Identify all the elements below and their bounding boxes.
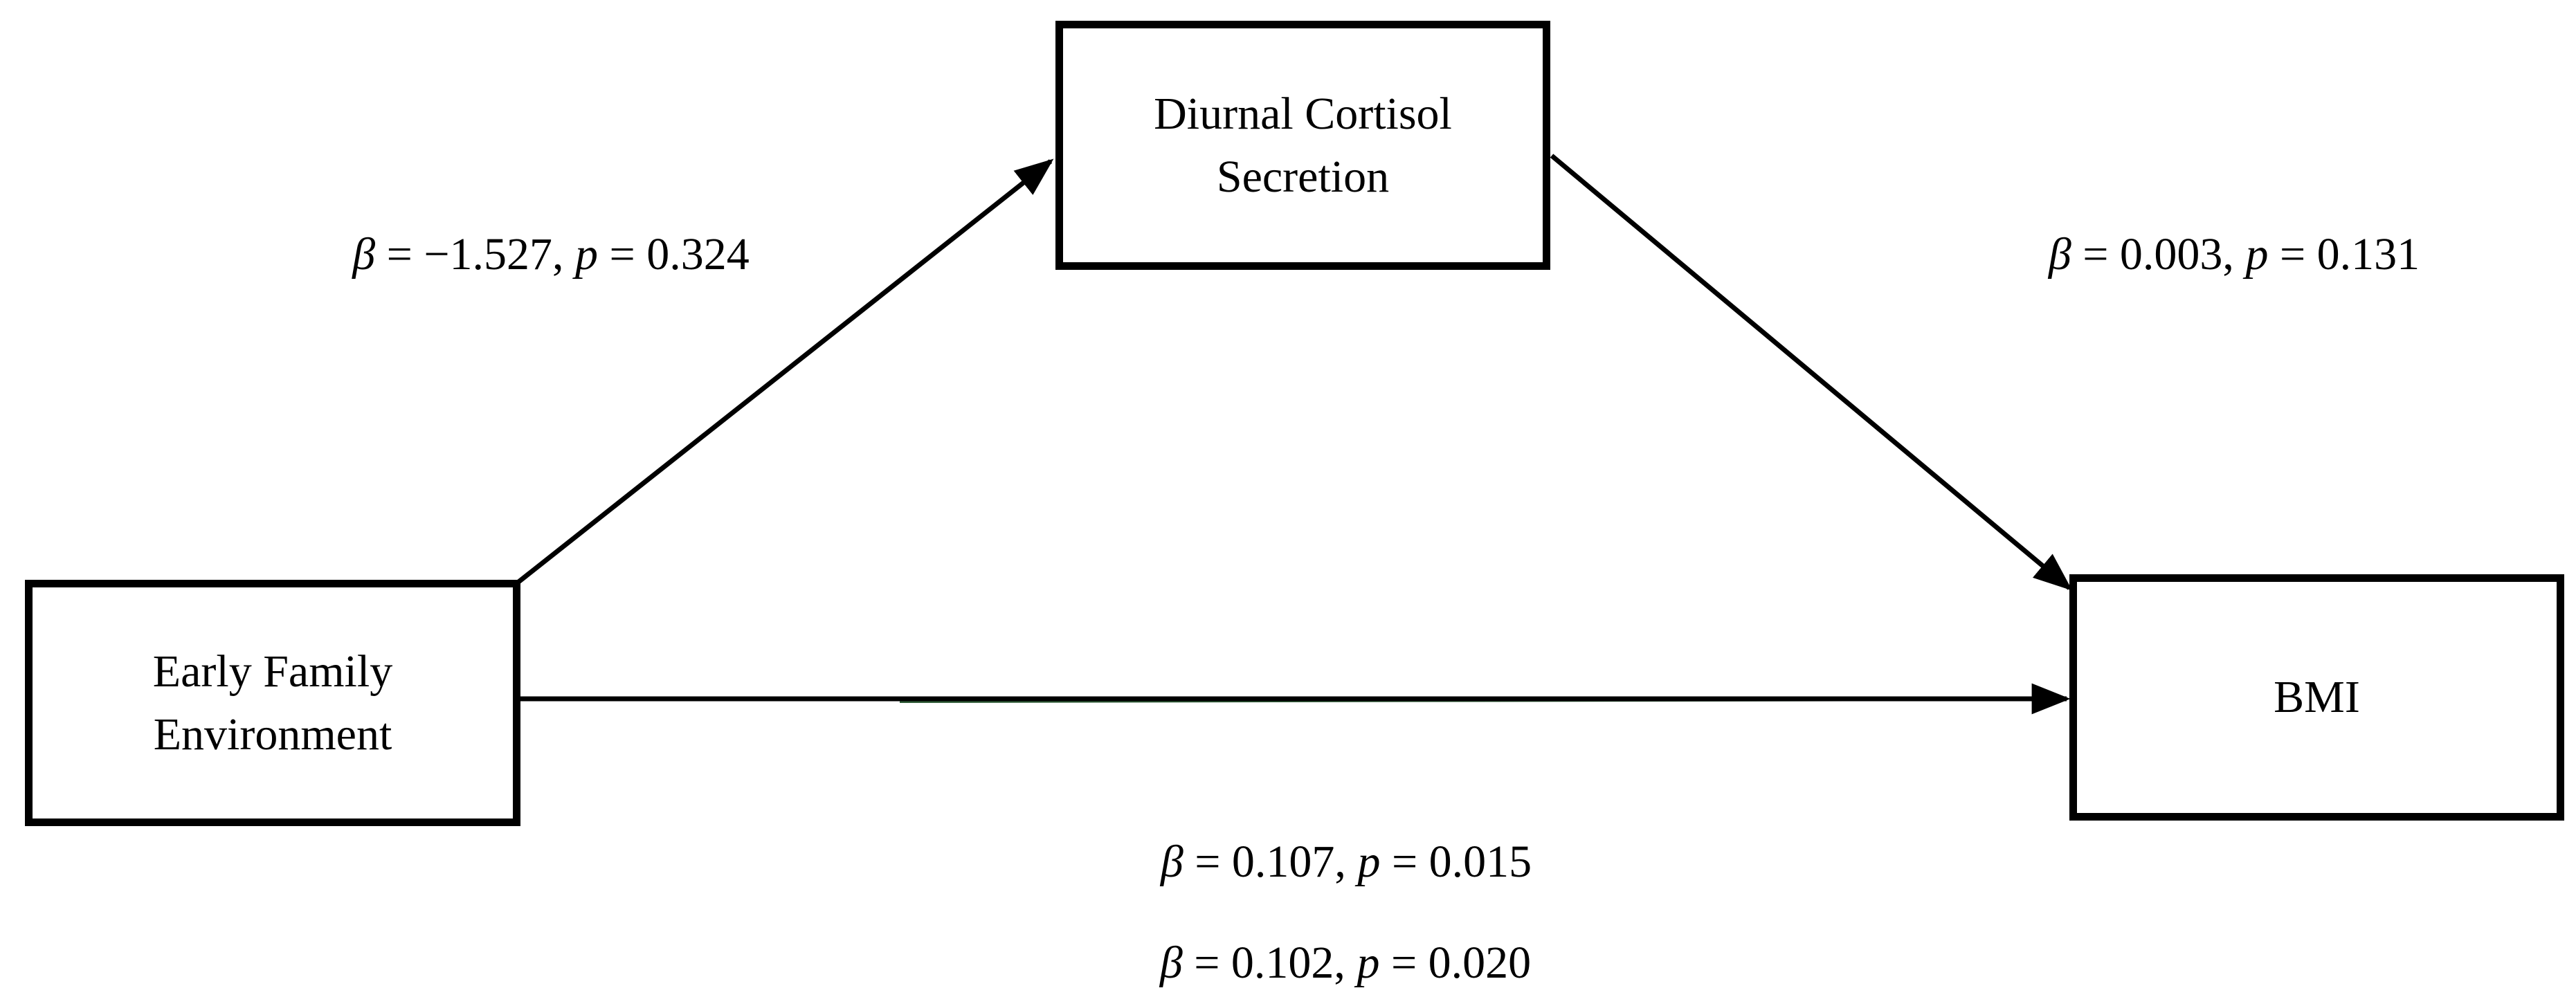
label-direct-effect-coefficient: β = 0.102, p = 0.020 bbox=[1114, 884, 1531, 1006]
node-bmi-line1: BMI bbox=[2274, 672, 2360, 723]
beta-value: = −1.527, bbox=[375, 229, 576, 280]
arrow-b-path bbox=[1550, 154, 2073, 591]
label-a-path-coefficient: β = −1.527, p = 0.324 bbox=[307, 176, 750, 333]
node-diurnal-cortisol-secretion-line1: Diurnal Cortisol bbox=[1154, 88, 1452, 139]
beta-symbol: β bbox=[352, 229, 376, 280]
beta-symbol: β bbox=[1159, 938, 1183, 988]
node-early-family-environment-line2: Environment bbox=[153, 709, 392, 760]
p-symbol: p bbox=[575, 229, 599, 280]
p-value: = 0.020 bbox=[1379, 938, 1532, 988]
beta-value: = 0.003, bbox=[2071, 229, 2246, 280]
p-value: = 0.015 bbox=[1380, 836, 1532, 887]
arrow-a-path bbox=[516, 158, 1054, 585]
node-early-family-environment: Early Family Environment bbox=[25, 580, 520, 826]
p-symbol: p bbox=[1357, 938, 1380, 988]
p-value: = 0.324 bbox=[598, 229, 750, 280]
node-diurnal-cortisol-secretion: Diurnal Cortisol Secretion bbox=[1055, 21, 1550, 270]
p-symbol: p bbox=[2245, 229, 2269, 280]
beta-symbol: β bbox=[2048, 229, 2071, 280]
p-value: = 0.131 bbox=[2268, 229, 2420, 280]
beta-value: = 0.107, bbox=[1183, 836, 1358, 887]
node-diurnal-cortisol-secretion-line2: Secretion bbox=[1216, 152, 1390, 202]
node-early-family-environment-line1: Early Family bbox=[152, 646, 393, 697]
node-bmi: BMI bbox=[2069, 574, 2564, 821]
beta-value: = 0.102, bbox=[1182, 938, 1357, 988]
label-b-path-coefficient: β = 0.003, p = 0.131 bbox=[2003, 176, 2420, 333]
p-symbol: p bbox=[1357, 836, 1381, 887]
beta-symbol: β bbox=[1160, 836, 1183, 887]
label-total-effect-coefficient: β = 0.107, p = 0.015 bbox=[1115, 783, 1532, 941]
